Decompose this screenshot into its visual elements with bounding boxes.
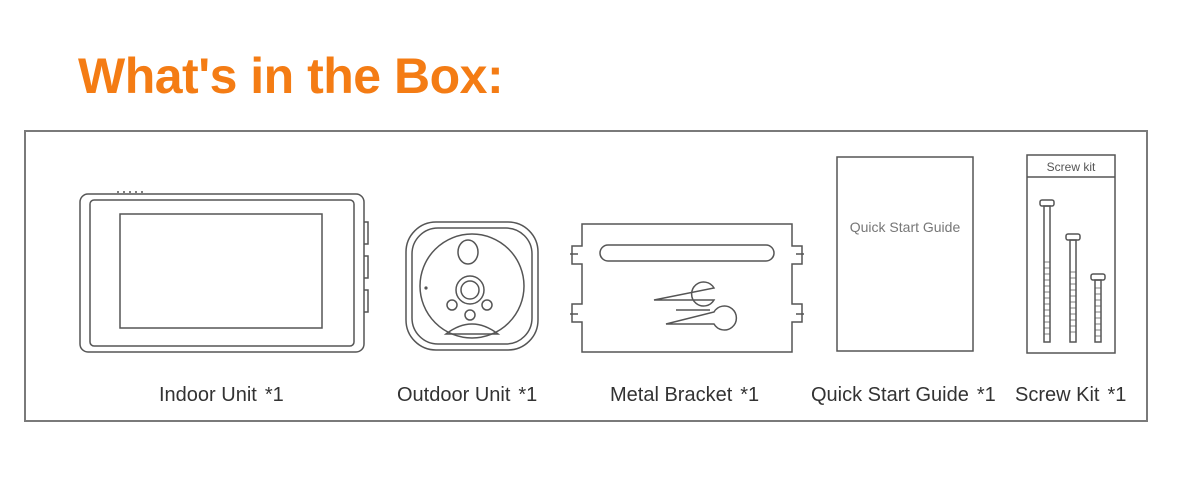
caption-name: Indoor Unit xyxy=(159,384,257,406)
indoor-unit-icon xyxy=(79,191,369,353)
caption-qty: *1 xyxy=(1107,384,1127,406)
caption-name: Quick Start Guide xyxy=(811,384,969,406)
caption-screw-kit: Screw Kit *1 xyxy=(1015,380,1126,410)
caption-outdoor-unit: Outdoor Unit *1 xyxy=(397,380,537,410)
caption-name: Outdoor Unit xyxy=(397,384,511,406)
caption-qty: *1 xyxy=(264,384,284,406)
guide-cover-text: Quick Start Guide xyxy=(850,219,961,235)
page-title: What's in the Box: xyxy=(78,48,504,104)
caption-quick-start-guide: Quick Start Guide *1 xyxy=(811,380,996,410)
screw-kit-icon: Screw kit xyxy=(1026,154,1116,354)
caption-qty: *1 xyxy=(518,384,538,406)
caption-indoor-unit: Indoor Unit *1 xyxy=(159,380,284,410)
box-contents-frame xyxy=(24,130,1148,422)
caption-name: Metal Bracket xyxy=(610,384,733,406)
metal-bracket-icon xyxy=(570,223,804,353)
screw-kit-label-text: Screw kit xyxy=(1047,160,1096,174)
caption-qty: *1 xyxy=(976,384,996,406)
outdoor-unit-icon xyxy=(405,221,539,351)
caption-name: Screw Kit xyxy=(1015,384,1100,406)
caption-metal-bracket: Metal Bracket *1 xyxy=(610,380,759,410)
caption-qty: *1 xyxy=(740,384,760,406)
quick-start-guide-icon: Quick Start Guide xyxy=(836,156,974,352)
